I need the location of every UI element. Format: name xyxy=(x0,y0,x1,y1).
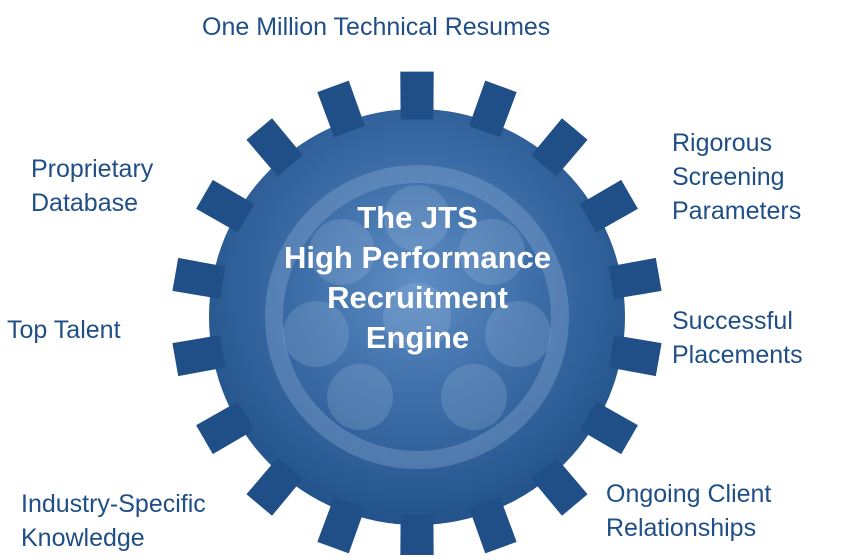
gear-tooth-6 xyxy=(579,401,638,455)
gear-tooth-8 xyxy=(469,496,517,554)
gear-tooth-10 xyxy=(317,496,365,554)
gear-tooth-2 xyxy=(531,118,588,177)
gear-tooth-0 xyxy=(400,71,434,120)
gear-tooth-3 xyxy=(579,179,638,233)
gear-tooth-17 xyxy=(317,80,365,138)
industry-knowledge-label: Industry-Specific Knowledge xyxy=(21,490,206,552)
gear-tooth-7 xyxy=(531,457,588,516)
gear-tooth-5 xyxy=(608,335,662,377)
proprietary-database-label: Proprietary Database xyxy=(31,155,154,217)
gear-tooth-16 xyxy=(246,118,303,177)
gear-tooth-12 xyxy=(196,401,255,455)
gear-tooth-13 xyxy=(172,335,226,377)
gear-tooth-9 xyxy=(400,514,434,560)
gear-icon xyxy=(172,71,662,560)
center-title: The JTS High Performance Recruitment Eng… xyxy=(283,200,551,355)
top-label: One Million Technical Resumes xyxy=(202,13,551,41)
gear-tooth-11 xyxy=(246,457,303,516)
gear-tooth-15 xyxy=(196,179,255,233)
top-talent-label: Top Talent xyxy=(7,316,121,344)
gear-tooth-1 xyxy=(469,80,517,138)
successful-placements-label: Successful Placements xyxy=(672,307,803,369)
rigorous-screening-label: Rigorous Screening Parameters xyxy=(672,129,802,225)
client-relationships-label: Ongoing Client Relationships xyxy=(606,480,772,542)
gear-tooth-14 xyxy=(172,257,226,299)
gear-tooth-4 xyxy=(608,257,662,299)
